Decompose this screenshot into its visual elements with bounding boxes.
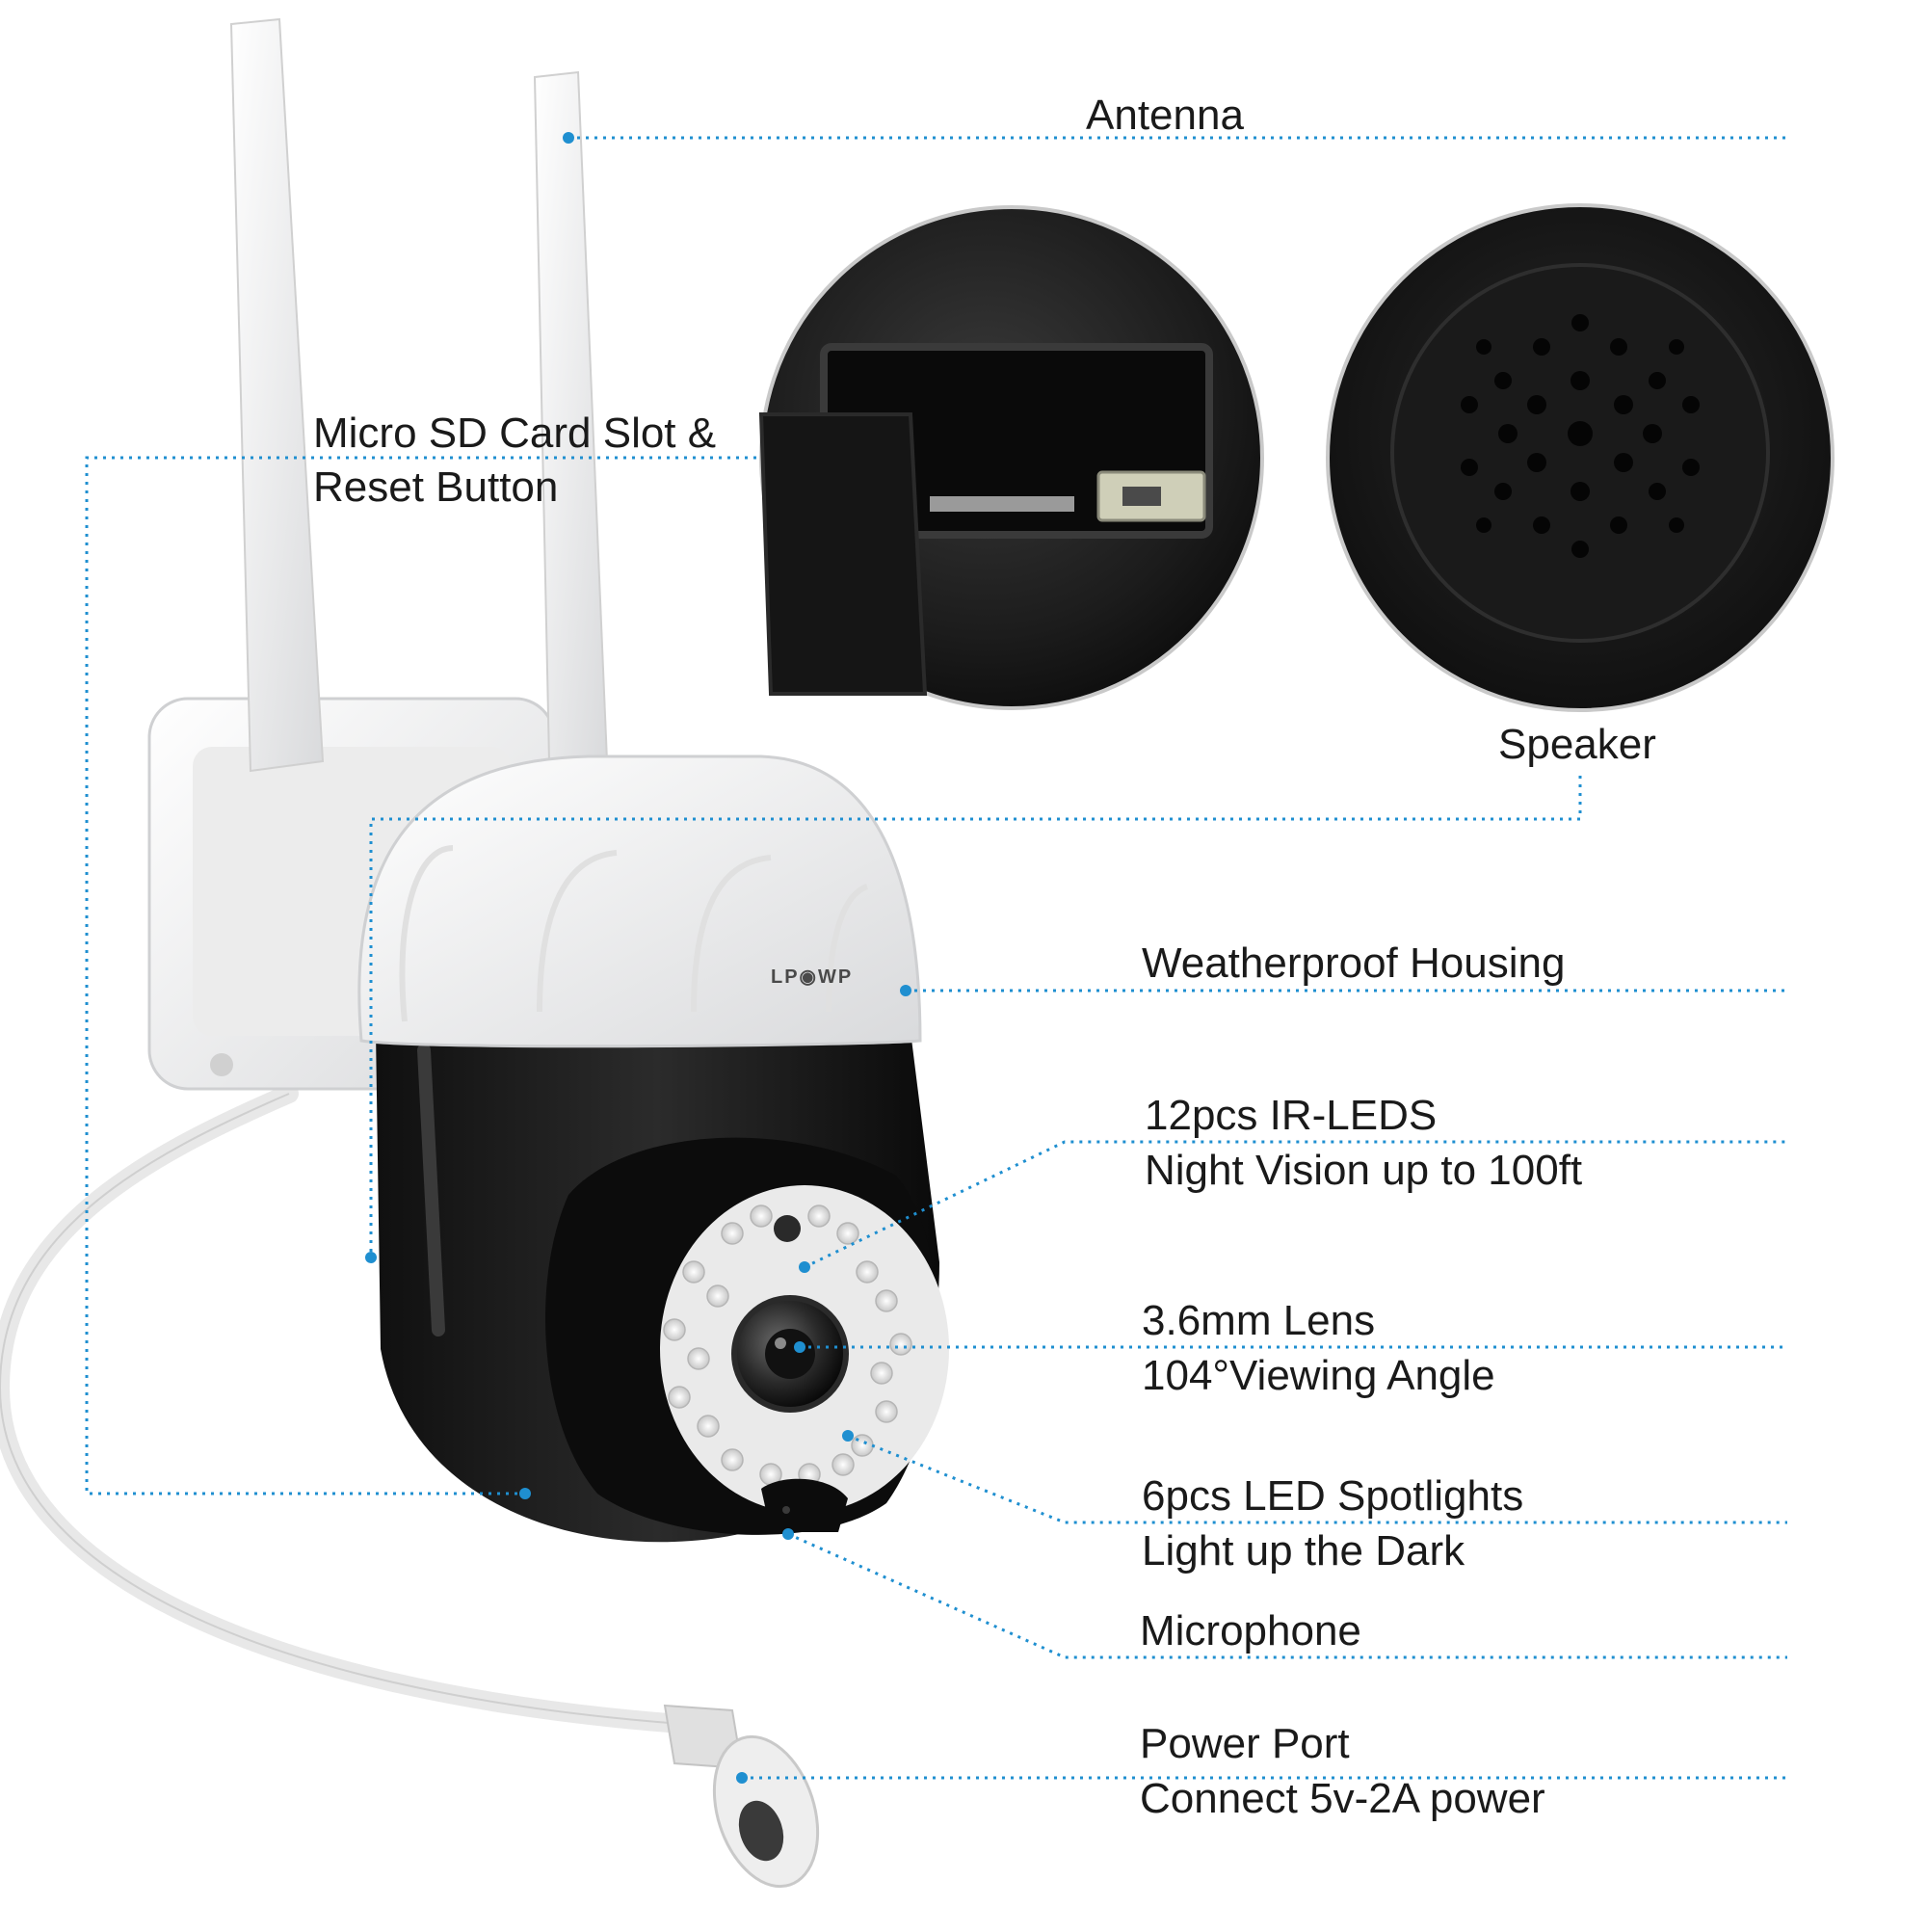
label-speaker: Speaker <box>1498 721 1656 768</box>
label-lens-line2: 104°Viewing Angle <box>1142 1352 1495 1399</box>
label-ir-line1: 12pcs IR-LEDS <box>1145 1092 1438 1139</box>
weatherproof-housing: LP◉WP <box>357 754 922 1048</box>
led-array <box>663 1204 912 1486</box>
label-antenna: Antenna <box>1086 92 1244 139</box>
label-microphone: Microphone <box>1140 1607 1361 1654</box>
brand-logo: LP◉WP <box>771 966 853 988</box>
label-spotlights-line1: 6pcs LED Spotlights <box>1142 1472 1524 1520</box>
leader-dots <box>365 132 911 1784</box>
label-sd-slot-line1: Micro SD Card Slot & <box>313 410 717 457</box>
leader-ir-leds <box>804 1140 1787 1269</box>
label-ir-line2: Night Vision up to 100ft <box>1145 1147 1583 1194</box>
label-power-line1: Power Port <box>1140 1720 1350 1767</box>
label-housing: Weatherproof Housing <box>1142 940 1566 987</box>
speaker-inset <box>1326 203 1835 712</box>
label-lens-line1: 3.6mm Lens <box>1142 1297 1376 1344</box>
antenna-left <box>229 17 325 773</box>
speaker-holes <box>1461 314 1700 558</box>
label-power-line2: Connect 5v-2A power <box>1140 1775 1545 1822</box>
label-spotlights-line2: Light up the Dark <box>1142 1527 1465 1575</box>
light-sensor <box>774 1215 801 1242</box>
power-connector <box>663 1704 820 1889</box>
label-sd-slot-line2: Reset Button <box>313 463 559 511</box>
sd-slot-inset <box>758 205 1264 710</box>
microphone-hole <box>782 1506 790 1514</box>
camera-front-face <box>545 1137 949 1535</box>
leader-lines <box>85 136 1787 1780</box>
